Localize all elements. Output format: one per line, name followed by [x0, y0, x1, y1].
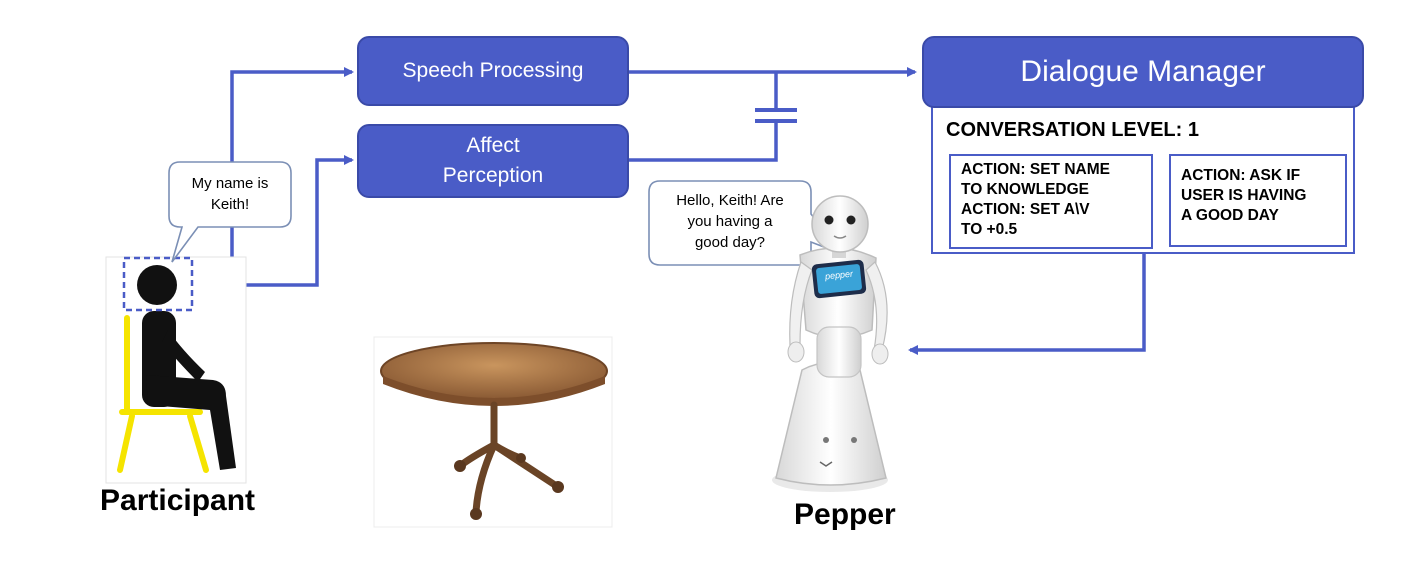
bubble-line: My name is — [191, 175, 269, 192]
arrow-affect-join — [629, 120, 778, 162]
action-line: A GOOD DAY — [1181, 207, 1279, 224]
conversation-level-label: CONVERSATION LEVEL: 1 — [946, 119, 1199, 141]
participant-speech-bubble — [168, 161, 292, 263]
action-line: TO +0.5 — [961, 221, 1018, 238]
dialogue-manager-label: Dialogue Manager — [1020, 55, 1266, 88]
affect-perception-label: Affect Perception — [443, 131, 543, 191]
affect-label-line-2: Perception — [442, 164, 544, 187]
affect-label-line-1: Affect — [466, 134, 520, 157]
pepper-caption: Pepper — [794, 498, 896, 531]
action-line: ACTION: SET A\V — [961, 201, 1090, 218]
action-box-set-name: ACTION: SET NAME TO KNOWLEDGE ACTION: SE… — [949, 154, 1153, 249]
bubble-line: Keith! — [210, 196, 250, 213]
junction-capacitor-icon — [755, 108, 797, 123]
affect-perception-box: Affect Perception — [357, 124, 629, 198]
pepper-robot-icon — [772, 195, 889, 492]
bubble-line: you having a — [687, 213, 773, 230]
speech-processing-box: Speech Processing — [357, 36, 629, 106]
action-line: USER IS HAVING — [1181, 187, 1307, 204]
dialogue-manager-panel: CONVERSATION LEVEL: 1 ACTION: SET NAME T… — [931, 100, 1355, 254]
face-detection-box — [122, 256, 194, 312]
action-line: TO KNOWLEDGE — [961, 181, 1090, 198]
bubble-line: good day? — [694, 234, 766, 251]
chair-icon — [117, 315, 209, 473]
participant-caption: Participant — [100, 484, 256, 517]
table-icon — [380, 342, 608, 520]
speech-processing-label: Speech Processing — [402, 59, 584, 82]
arrow-participant-to-affect — [192, 155, 354, 287]
participant-bubble-text: My name is Keith! — [169, 173, 291, 215]
dialogue-manager-box: Dialogue Manager — [922, 36, 1364, 108]
arrows — [192, 67, 1146, 355]
action-box-ask-good-day: ACTION: ASK IF USER IS HAVING A GOOD DAY — [1169, 154, 1347, 247]
arrow-dm-to-pepper — [908, 254, 1146, 355]
pepper-bubble-text: Hello, Keith! Are you having a good day? — [649, 190, 811, 253]
action-line: ACTION: SET NAME — [961, 161, 1110, 178]
action-line: ACTION: ASK IF — [1181, 167, 1301, 184]
bubble-line: Hello, Keith! Are — [676, 192, 784, 209]
person-icon — [137, 265, 236, 470]
